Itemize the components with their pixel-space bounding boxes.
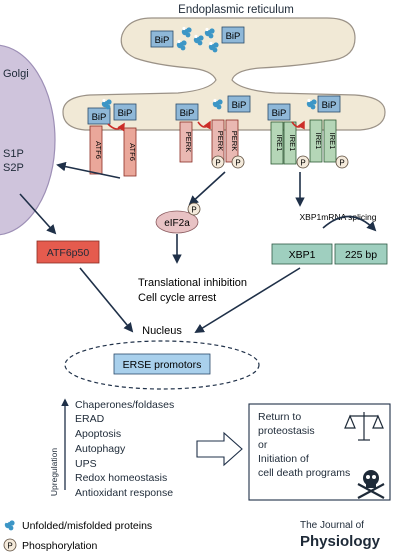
legend-unfolded: Unfolded/misfolded proteins bbox=[22, 520, 152, 532]
upregulation-item: UPS bbox=[75, 458, 97, 470]
upregulation-item: Apoptosis bbox=[75, 428, 121, 440]
phosphorylation-legend-icon bbox=[3, 538, 17, 552]
svg-text:BiP: BiP bbox=[180, 108, 195, 119]
upregulation-item: ERAD bbox=[75, 413, 105, 425]
bip-label-top-right: BiP bbox=[226, 31, 241, 42]
svg-text:IRE1: IRE1 bbox=[275, 135, 284, 152]
upregulation-item: Antioxidant response bbox=[75, 487, 173, 499]
splicing-arrow bbox=[322, 215, 377, 232]
svg-text:proteostasis: proteostasis bbox=[258, 425, 315, 437]
skull-crossbones-icon bbox=[357, 470, 385, 499]
svg-text:ATF6: ATF6 bbox=[128, 143, 137, 161]
ire1-sensor: BiP IRE1 IRE1 BiP IRE1 IRE1 P P bbox=[267, 95, 349, 169]
bp-box bbox=[334, 243, 388, 265]
svg-text:IRE1: IRE1 bbox=[328, 133, 337, 150]
bip-box-top-left bbox=[150, 30, 174, 48]
svg-text:BiP: BiP bbox=[322, 100, 337, 111]
er-title: Endoplasmic reticulum bbox=[178, 4, 294, 16]
upregulation-item: Autophagy bbox=[75, 443, 126, 455]
svg-text:P: P bbox=[7, 542, 12, 551]
outcome-text: Return to proteostasis or Initiation of … bbox=[258, 411, 350, 479]
atf6-to-golgi-arrow bbox=[56, 161, 121, 179]
svg-text:P: P bbox=[339, 159, 344, 168]
atf6-sensor: BiP ATF6 BiP ATF6 bbox=[87, 98, 137, 177]
nucleus-boundary bbox=[64, 340, 260, 390]
xbp1-to-nucleus-arrow bbox=[194, 267, 301, 334]
svg-text:or: or bbox=[258, 439, 268, 451]
svg-text:cell death programs: cell death programs bbox=[258, 467, 350, 479]
eif2a-oval bbox=[155, 210, 199, 234]
bip-box-top-right bbox=[221, 26, 245, 44]
svg-text:P: P bbox=[215, 159, 220, 168]
xbp1-label: XBP1 bbox=[289, 249, 316, 261]
svg-text:BiP: BiP bbox=[118, 108, 133, 119]
s2p-label: S2P bbox=[3, 162, 24, 174]
nucleus-label: Nucleus bbox=[142, 325, 182, 337]
perk-sensor: BiP PERK BiP PERK PERK P P bbox=[175, 95, 251, 169]
eif2a-label: eIF2a bbox=[164, 218, 190, 229]
atf6p50-box bbox=[36, 240, 100, 264]
svg-text:Return to: Return to bbox=[258, 411, 301, 423]
svg-text:BiP: BiP bbox=[232, 100, 247, 111]
atf6p50-label: ATF6p50 bbox=[47, 247, 90, 259]
balance-scale-icon bbox=[344, 412, 384, 441]
upregulation-list: Chaperones/foldases ERAD Apoptosis Autop… bbox=[75, 399, 174, 499]
eif2a-phospho bbox=[187, 202, 201, 216]
perk-to-eif2a-arrow bbox=[188, 171, 226, 206]
translational-inhibition: Translational inhibition bbox=[138, 277, 247, 289]
erse-label: ERSE promotors bbox=[123, 359, 202, 371]
journal-logo-top: The Journal of bbox=[300, 520, 364, 531]
svg-text:PERK: PERK bbox=[184, 132, 193, 152]
journal-logo-bottom: Physiology bbox=[300, 533, 381, 550]
golgi-to-atf6p50-arrow bbox=[19, 193, 57, 235]
er-membrane bbox=[62, 17, 386, 131]
svg-text:IRE1: IRE1 bbox=[288, 135, 297, 152]
xbp1-box bbox=[271, 243, 333, 265]
svg-text:P: P bbox=[191, 206, 196, 215]
upregulation-item: Redox homeostasis bbox=[75, 472, 167, 484]
unfolded-protein-legend-icon bbox=[4, 519, 15, 531]
svg-text:IRE1: IRE1 bbox=[314, 133, 323, 150]
upregulation-item: Chaperones/foldases bbox=[75, 399, 174, 411]
upregulation-label: Upregulation bbox=[49, 448, 59, 496]
erse-box bbox=[113, 353, 211, 375]
bip-label-top-left: BiP bbox=[155, 35, 170, 46]
svg-text:P: P bbox=[300, 159, 305, 168]
golgi-body bbox=[0, 44, 56, 236]
svg-text:BiP: BiP bbox=[272, 108, 287, 119]
golgi-label: Golgi bbox=[3, 68, 29, 80]
cell-cycle-arrest: Cell cycle arrest bbox=[138, 292, 216, 304]
svg-text:PERK: PERK bbox=[230, 131, 239, 151]
outcome-arrow bbox=[196, 431, 243, 467]
legend-phospho: Phosphorylation bbox=[22, 540, 97, 552]
atf6p50-to-nucleus-arrow bbox=[79, 267, 134, 333]
svg-text:P: P bbox=[235, 159, 240, 168]
bp-label: 225 bp bbox=[345, 249, 377, 261]
s1p-label: S1P bbox=[3, 148, 24, 160]
xbp1-splicing-label: XBP1mRNA splicing bbox=[299, 212, 376, 222]
svg-text:Initiation of: Initiation of bbox=[258, 453, 309, 465]
svg-text:PERK: PERK bbox=[216, 131, 225, 151]
svg-text:ATF6: ATF6 bbox=[94, 141, 103, 159]
svg-text:BiP: BiP bbox=[92, 112, 107, 123]
